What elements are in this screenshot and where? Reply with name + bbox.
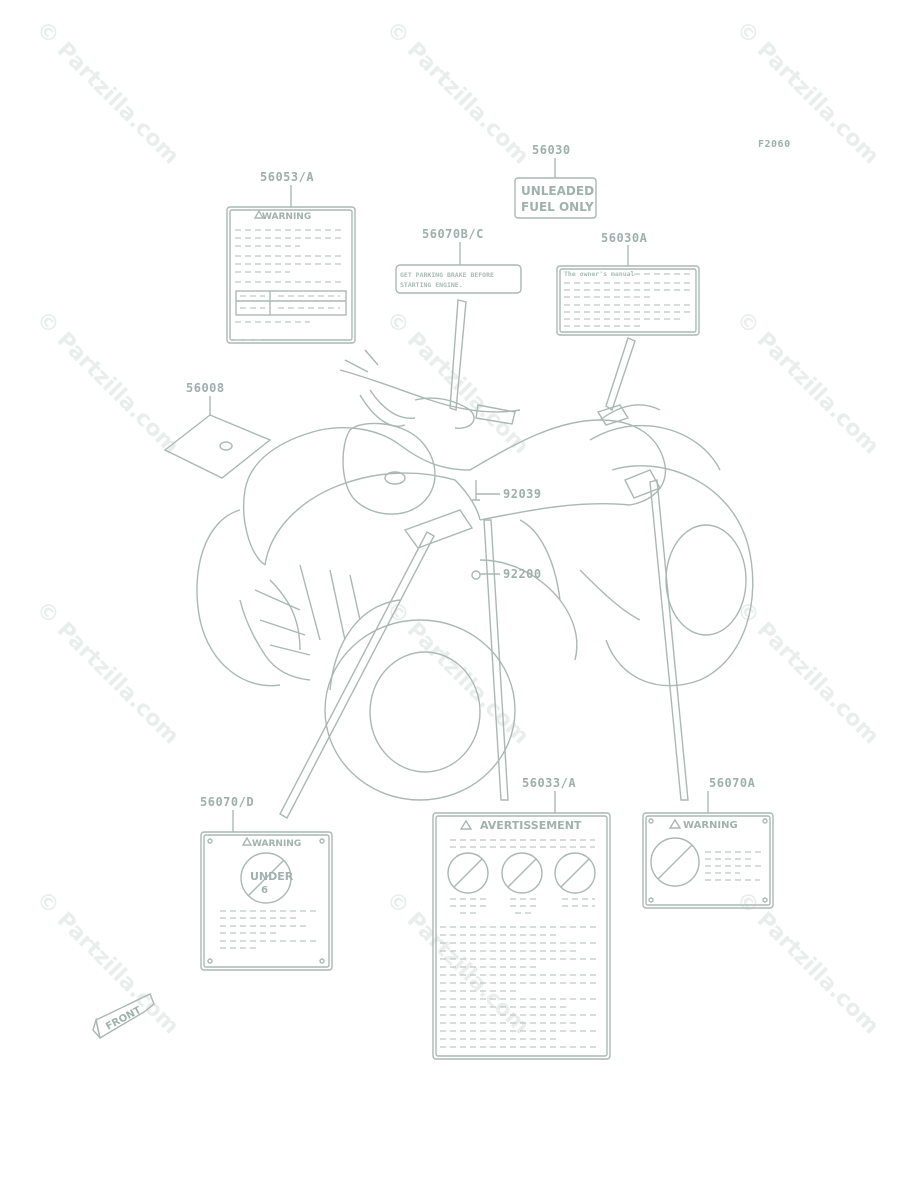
watermark: © Partzilla.com [31,597,184,750]
part-number-92039[interactable]: 92039 [503,487,542,501]
warning-heading: WARNING [683,820,738,831]
watermark: © Partzilla.com [31,887,184,1040]
watermark: © Partzilla.com [731,17,884,170]
decal-56053a: WARNING [226,206,356,344]
watermark: © Partzilla.com [381,307,534,460]
part-number-56030a[interactable]: 56030A [601,231,648,245]
parking-brake-line-2: STARTING ENGINE. [400,281,463,289]
leader-lines [209,158,709,832]
part-number-56008[interactable]: 56008 [186,381,225,395]
fuel-line-1: UNLEADED [521,184,594,198]
part-number-56070d[interactable]: 56070/D [200,795,254,809]
decal-56033a: AVERTISSEMENT [432,812,611,1060]
watermark: © Partzilla.com [381,597,534,750]
decal-56070bc: GET PARKING BRAKE BEFORE STARTING ENGINE… [395,264,522,294]
part-number-56053a[interactable]: 56053/A [260,170,314,184]
watermark: © Partzilla.com [731,887,884,1040]
part-number-56030[interactable]: 56030 [532,143,571,157]
watermark: © Partzilla.com [381,887,534,1040]
watermark: © Partzilla.com [731,597,884,750]
parking-brake-line-1: GET PARKING BRAKE BEFORE [400,271,494,279]
owners-manual-text: The owner's manual [564,270,635,278]
under-age-text: UNDER [250,870,294,883]
atv-illustration [196,349,754,801]
part-number-56070bc[interactable]: 56070B/C [422,227,484,241]
watermark: © Partzilla.com [731,307,884,460]
figure-code: F2060 [758,139,791,150]
watermark: © Partzilla.com [31,307,184,460]
front-arrow-label: FRONT [104,1005,143,1033]
watermarks: © Partzilla.com © Partzilla.com © Partzi… [31,17,884,1040]
under-age-number: 6 [261,885,268,896]
watermark: © Partzilla.com [381,17,534,170]
decal-56070d: WARNING UNDER 6 [200,831,333,971]
decal-56030: UNLEADED FUEL ONLY [514,177,597,219]
warning-heading: WARNING [262,212,311,222]
fuel-line-2: FUEL ONLY [521,200,594,214]
part-number-92200[interactable]: 92200 [503,567,542,581]
decal-56030a: The owner's manual [556,265,700,336]
watermark: © Partzilla.com [31,17,184,170]
part-number-56033a[interactable]: 56033/A [522,776,576,790]
part-numbers: 56053/A 56030 56070B/C 56030A 56008 9203… [186,143,756,809]
decal-56008 [163,414,272,479]
decal-56070a: WARNING [642,812,774,909]
part-number-56070a[interactable]: 56070A [709,776,756,790]
warning-heading: WARNING [252,839,301,849]
avertissement-heading: AVERTISSEMENT [480,819,582,832]
